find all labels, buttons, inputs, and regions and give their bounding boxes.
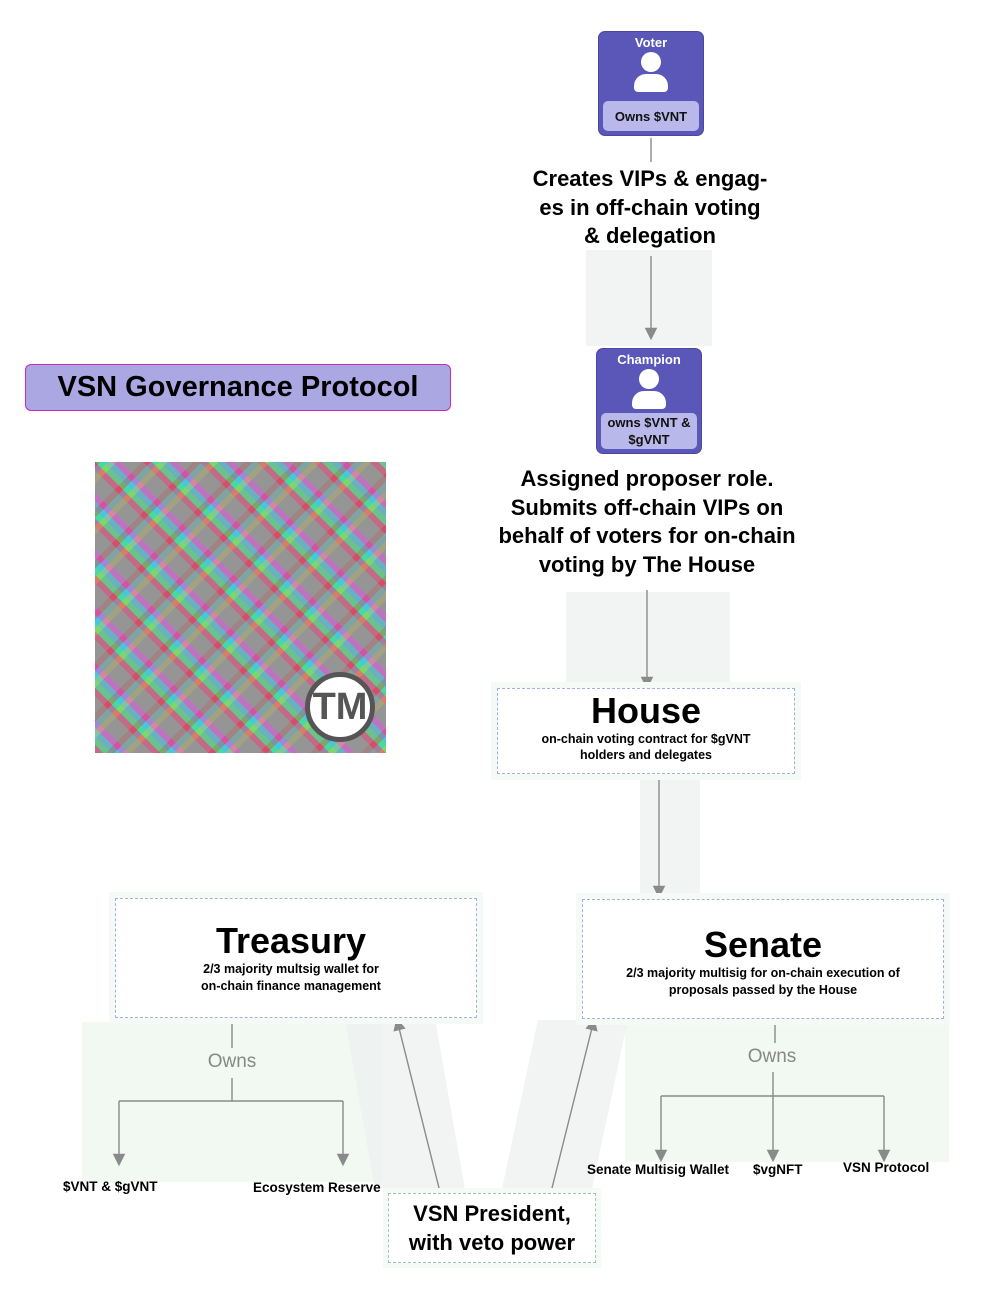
champion-card: Champion owns $VNT & $gVNT: [597, 349, 701, 453]
trademark-mark: TM: [305, 672, 375, 742]
senate-box: Senate 2/3 majority multisig for on-chai…: [582, 899, 944, 1019]
senate-title: Senate: [703, 924, 823, 965]
treasury-owns-panel: [82, 1022, 382, 1182]
senate-description: 2/3 majority multisig for on-chain execu…: [626, 966, 900, 997]
champion-title: Champion: [617, 352, 681, 367]
house-lane-panel: [640, 775, 700, 897]
page-title: VSN Governance Protocol: [25, 364, 451, 411]
treasury-description: 2/3 majority multsig wallet for on-chain…: [201, 962, 381, 993]
champion-badge: owns $VNT & $gVNT: [601, 413, 697, 449]
champion-caption: Assigned proposer role. Submits off-chai…: [498, 466, 796, 577]
vsn-logo: TM: [95, 462, 386, 753]
voter-title: Voter: [634, 35, 668, 50]
treasury-item-vnt-gvnt: $VNT & $gVNT: [63, 1179, 158, 1194]
president-to-senate-arrow: [550, 1017, 598, 1193]
senate-owns-panel: [625, 1022, 949, 1162]
treasury-owns-label: Owns: [207, 1051, 257, 1072]
voter-card: Voter Owns $VNT: [599, 32, 703, 135]
house-title: House: [590, 690, 702, 731]
voter-badge: Owns $VNT: [603, 101, 699, 131]
treasury-box: Treasury 2/3 majority multsig wallet for…: [115, 898, 477, 1018]
house-description: on-chain voting contract for $gVNT holde…: [541, 732, 751, 762]
senate-item-vsn-protocol: VSN Protocol: [843, 1160, 930, 1175]
house-box: House on-chain voting contract for $gVNT…: [497, 688, 795, 774]
senate-owns-label: Owns: [747, 1046, 797, 1067]
user-icon: [632, 369, 666, 409]
president-label: VSN President, with veto power: [408, 1201, 576, 1255]
president-to-treasury-arrow: [393, 1017, 441, 1193]
senate-item-vgnft: $vgNFT: [753, 1162, 803, 1177]
voter-caption: Creates VIPs & engag- es in off-chain vo…: [532, 166, 768, 248]
senate-item-multisig-wallet: Senate Multisig Wallet: [587, 1162, 730, 1177]
user-icon: [634, 52, 668, 92]
treasury-title: Treasury: [215, 920, 367, 961]
champion-lane-panel: [566, 592, 730, 688]
treasury-item-ecosystem-reserve: Ecosystem Reserve: [253, 1180, 381, 1195]
president-box: VSN President, with veto power: [388, 1193, 596, 1263]
